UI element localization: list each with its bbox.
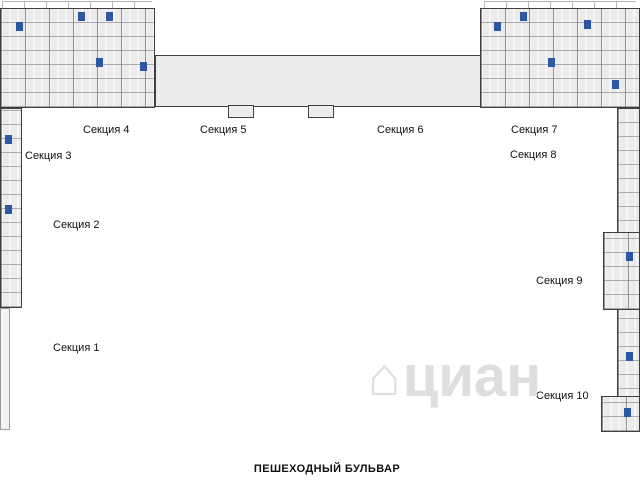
logo-stamp-icon: [140, 62, 147, 71]
section-label-1[interactable]: Секция 1: [53, 342, 100, 354]
logo-stamp-icon: [78, 12, 85, 21]
logo-stamp-icon: [5, 135, 12, 144]
logo-stamp-icon: [5, 205, 12, 214]
logo-stamp-icon: [626, 252, 633, 261]
house-icon: ⌂: [368, 347, 401, 407]
section-label-10[interactable]: Секция 10: [536, 390, 589, 402]
logo-stamp-icon: [494, 22, 501, 31]
logo-stamp-icon: [520, 12, 527, 21]
section-label-9[interactable]: Секция 9: [536, 275, 583, 287]
logo-stamp-icon: [16, 22, 23, 31]
building-edge-left-lower: [0, 308, 10, 430]
logo-stamp-icon: [548, 58, 555, 67]
section-label-7[interactable]: Секция 7: [511, 124, 558, 136]
logo-stamp-icon: [584, 20, 591, 29]
section-label-5[interactable]: Секция 5: [200, 124, 247, 136]
stair-core-bump-1: [228, 105, 254, 118]
building-wing-right-bump-2: [601, 396, 640, 432]
building-wing-top-right: [480, 8, 640, 108]
section-label-8[interactable]: Секция 8: [510, 149, 557, 161]
building-wing-right-bump-1: [603, 232, 640, 310]
logo-stamp-icon: [106, 12, 113, 21]
section-label-2[interactable]: Секция 2: [53, 219, 100, 231]
street-label: ПЕШЕХОДНЫЙ БУЛЬВАР: [253, 463, 401, 475]
section-label-6[interactable]: Секция 6: [377, 124, 424, 136]
logo-stamp-icon: [612, 80, 619, 89]
cian-watermark: ⌂ циан: [368, 344, 542, 409]
logo-stamp-icon: [624, 408, 631, 417]
logo-stamp-icon: [96, 58, 103, 67]
watermark-text: циан: [402, 344, 542, 409]
section-label-3[interactable]: Секция 3: [25, 150, 72, 162]
balcony-strip-right: [484, 1, 636, 9]
stair-core-bump-2: [308, 105, 334, 118]
logo-stamp-icon: [626, 352, 633, 361]
building-wing-top-center: [155, 55, 481, 107]
building-wing-top-left: [0, 8, 155, 108]
section-label-4[interactable]: Секция 4: [83, 124, 130, 136]
balcony-strip-left: [2, 1, 152, 9]
